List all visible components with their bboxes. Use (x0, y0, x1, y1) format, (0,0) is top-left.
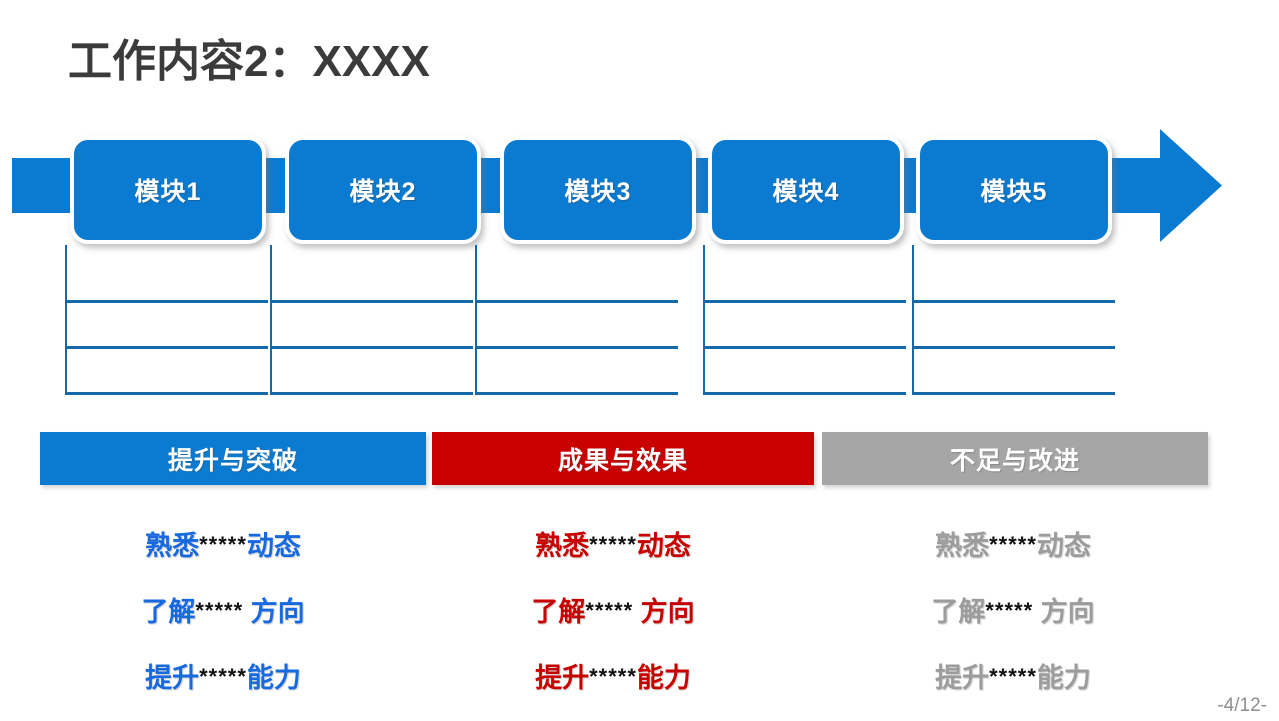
bullet-prefix: 了解 (931, 596, 986, 627)
bullet-item: 提升*****能力 (28, 642, 418, 708)
bullet-stars: ***** (199, 664, 247, 689)
note-line (703, 346, 906, 349)
note-column-4[interactable] (703, 245, 908, 395)
module-box-5[interactable]: 模块5 (916, 136, 1112, 244)
category-header-shortcomings[interactable]: 不足与改进 (822, 432, 1208, 485)
module-box-2[interactable]: 模块2 (285, 136, 481, 244)
bullet-prefix: 熟悉 (145, 530, 200, 561)
category-header-label: 成果与效果 (557, 446, 688, 475)
bullet-prefix: 提升 (145, 662, 200, 693)
note-line (475, 392, 678, 395)
bullet-prefix: 了解 (141, 596, 196, 627)
page-title: 工作内容2：XXXX (68, 37, 430, 86)
note-column-divider (65, 245, 67, 395)
note-line (270, 346, 473, 349)
bullet-column-improvement: 熟悉*****动态 了解***** 方向 提升*****能力 (28, 510, 418, 708)
note-column-2[interactable] (270, 245, 475, 395)
bullet-prefix: 提升 (935, 662, 990, 693)
note-line (270, 392, 473, 395)
note-line (912, 346, 1115, 349)
category-header-results[interactable]: 成果与效果 (432, 432, 814, 485)
bullet-stars: ***** (589, 532, 637, 557)
bullet-stars: ***** (989, 664, 1037, 689)
note-line (270, 300, 473, 303)
bullet-item: 熟悉*****动态 (818, 510, 1208, 576)
note-line (65, 392, 268, 395)
bullet-stars: ***** (195, 598, 244, 623)
note-line (912, 300, 1115, 303)
process-arrow-head-icon (1160, 129, 1222, 242)
note-column-divider (270, 245, 272, 395)
bullet-stars: ***** (585, 598, 634, 623)
category-header-label: 不足与改进 (949, 446, 1080, 475)
bullet-item: 了解***** 方向 (28, 576, 418, 642)
bullet-suffix: 方向 (633, 596, 695, 627)
bullet-item: 提升*****能力 (818, 642, 1208, 708)
bullet-suffix: 能力 (246, 662, 301, 693)
bullet-item: 提升*****能力 (418, 642, 808, 708)
category-header-improvement[interactable]: 提升与突破 (40, 432, 426, 485)
note-line (475, 346, 678, 349)
bullet-prefix: 熟悉 (935, 530, 990, 561)
bullet-prefix: 提升 (535, 662, 590, 693)
bullet-suffix: 方向 (243, 596, 305, 627)
note-line (65, 300, 268, 303)
category-header-label: 提升与突破 (167, 446, 298, 475)
bullet-column-shortcomings: 熟悉*****动态 了解***** 方向 提升*****能力 (818, 510, 1208, 708)
note-line (912, 392, 1115, 395)
bullet-prefix: 了解 (531, 596, 586, 627)
bullet-suffix: 能力 (1036, 662, 1091, 693)
bullet-suffix: 动态 (636, 530, 691, 561)
note-column-3[interactable] (475, 245, 680, 395)
note-column-divider (703, 245, 705, 395)
note-line (703, 392, 906, 395)
note-column-divider (475, 245, 477, 395)
bullet-suffix: 动态 (246, 530, 301, 561)
module-box-1[interactable]: 模块1 (70, 136, 266, 244)
bullet-stars: ***** (199, 532, 247, 557)
note-line (703, 300, 906, 303)
bullet-suffix: 方向 (1033, 596, 1095, 627)
bullet-column-results: 熟悉*****动态 了解***** 方向 提升*****能力 (418, 510, 808, 708)
bullet-item: 熟悉*****动态 (418, 510, 808, 576)
note-column-1[interactable] (65, 245, 270, 395)
bullet-item: 熟悉*****动态 (28, 510, 418, 576)
bullet-stars: ***** (989, 532, 1037, 557)
bullet-stars: ***** (985, 598, 1034, 623)
note-line (475, 300, 678, 303)
module-label: 模块5 (980, 178, 1048, 206)
bullet-suffix: 能力 (636, 662, 691, 693)
bullet-prefix: 熟悉 (535, 530, 590, 561)
note-column-5[interactable] (912, 245, 1117, 395)
module-box-3[interactable]: 模块3 (500, 136, 696, 244)
module-label: 模块2 (349, 178, 417, 206)
bullet-item: 了解***** 方向 (818, 576, 1208, 642)
module-box-4[interactable]: 模块4 (708, 136, 904, 244)
note-line (65, 346, 268, 349)
module-label: 模块4 (772, 178, 840, 206)
bullet-item: 了解***** 方向 (418, 576, 808, 642)
note-column-divider (912, 245, 914, 395)
page-number: -4/12- (1217, 695, 1267, 716)
bullet-stars: ***** (589, 664, 637, 689)
bullet-suffix: 动态 (1036, 530, 1091, 561)
module-label: 模块1 (134, 178, 202, 206)
module-label: 模块3 (564, 178, 632, 206)
